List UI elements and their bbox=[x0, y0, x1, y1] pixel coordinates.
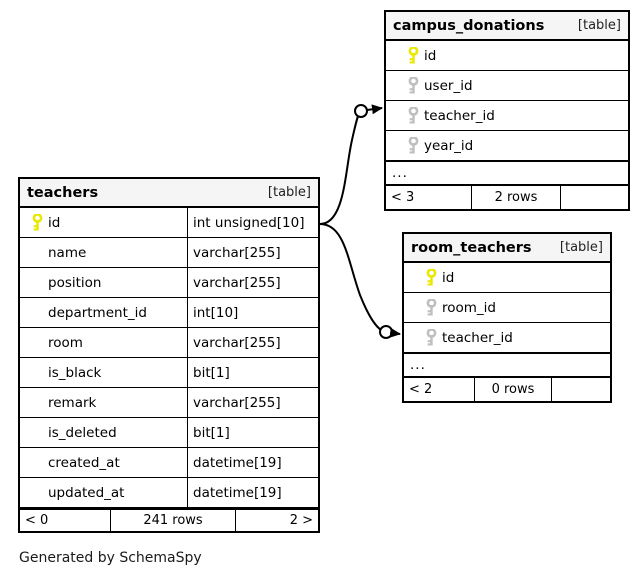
generated-by-caption: Generated by SchemaSpy bbox=[19, 550, 202, 566]
table-title: campus_donations bbox=[393, 17, 545, 34]
table-row[interactable]: user_id bbox=[386, 71, 628, 101]
column-type: varchar[255] bbox=[187, 328, 318, 357]
column-name-cell: position bbox=[20, 268, 187, 297]
column-label: department_id bbox=[48, 304, 147, 321]
table-campus-donations[interactable]: campus_donations [table] id bbox=[384, 10, 630, 211]
table-row[interactable]: department_id int[10] bbox=[20, 298, 318, 328]
table-footer-campus-donations: < 3 2 rows bbox=[386, 186, 628, 209]
more-columns-indicator: ... bbox=[386, 161, 628, 186]
column-label: room bbox=[48, 334, 83, 351]
column-type: datetime[19] bbox=[187, 448, 318, 477]
next-page-button[interactable] bbox=[561, 186, 628, 209]
table-row[interactable]: room varchar[255] bbox=[20, 328, 318, 358]
table-row[interactable]: is_deleted bit[1] bbox=[20, 418, 318, 448]
column-label: teacher_id bbox=[424, 107, 495, 124]
foreign-key-icon bbox=[420, 299, 442, 316]
table-room-teachers[interactable]: room_teachers [table] id bbox=[402, 232, 612, 403]
table-row[interactable]: remark varchar[255] bbox=[20, 388, 318, 418]
row-count-label: 241 rows bbox=[110, 510, 236, 531]
column-name-cell: remark bbox=[20, 388, 187, 417]
column-name-cell: year_id bbox=[386, 131, 628, 160]
column-type: datetime[19] bbox=[187, 478, 318, 507]
table-type-tag: [table] bbox=[577, 18, 621, 33]
column-label: is_black bbox=[48, 364, 102, 381]
column-name-cell: user_id bbox=[386, 71, 628, 100]
table-footer-room-teachers: < 2 0 rows bbox=[404, 378, 610, 401]
table-row[interactable]: position varchar[255] bbox=[20, 268, 318, 298]
table-row[interactable]: room_id bbox=[404, 293, 610, 323]
column-type: bit[1] bbox=[187, 418, 318, 447]
table-row[interactable]: name varchar[255] bbox=[20, 238, 318, 268]
column-name-cell: is_deleted bbox=[20, 418, 187, 447]
more-columns-indicator: ... bbox=[404, 353, 610, 378]
column-type: int unsigned[10] bbox=[187, 208, 318, 237]
column-label: id bbox=[442, 269, 455, 286]
table-type-tag: [table] bbox=[559, 240, 603, 255]
foreign-key-icon bbox=[402, 137, 424, 154]
table-row[interactable]: id int unsigned[10] bbox=[20, 208, 318, 238]
prev-page-button[interactable]: < 3 bbox=[391, 190, 415, 205]
table-header-teachers: teachers [table] bbox=[20, 179, 318, 208]
table-footer-teachers: < 0 241 rows 2 > bbox=[20, 508, 318, 531]
primary-key-icon bbox=[420, 269, 442, 286]
column-label: user_id bbox=[424, 77, 473, 94]
column-name-cell: is_black bbox=[20, 358, 187, 387]
column-label: remark bbox=[48, 394, 97, 411]
column-name-cell: teacher_id bbox=[386, 101, 628, 130]
column-name-cell: id bbox=[404, 263, 610, 292]
column-name-cell: teacher_id bbox=[404, 323, 610, 352]
table-row[interactable]: is_black bit[1] bbox=[20, 358, 318, 388]
row-count-label: 2 rows bbox=[471, 186, 561, 209]
table-title: teachers bbox=[27, 184, 99, 201]
column-type: varchar[255] bbox=[187, 238, 318, 267]
next-page-button[interactable]: 2 > bbox=[289, 513, 313, 528]
column-label: is_deleted bbox=[48, 424, 117, 441]
foreign-key-icon bbox=[420, 329, 442, 346]
column-name-cell: room_id bbox=[404, 293, 610, 322]
relationship-teachers-campus-donations bbox=[319, 104, 383, 225]
foreign-key-icon bbox=[402, 107, 424, 124]
column-name-cell: updated_at bbox=[20, 478, 187, 507]
column-label: created_at bbox=[48, 454, 120, 471]
prev-page-button[interactable]: < 0 bbox=[25, 513, 49, 528]
table-type-tag: [table] bbox=[267, 185, 311, 200]
column-label: id bbox=[48, 214, 61, 231]
column-label: id bbox=[424, 47, 437, 64]
prev-page-button[interactable]: < 2 bbox=[409, 382, 433, 397]
next-page-button[interactable] bbox=[552, 378, 610, 401]
table-row[interactable]: id bbox=[386, 41, 628, 71]
column-label: name bbox=[48, 244, 87, 261]
table-title: room_teachers bbox=[411, 239, 532, 256]
column-type: varchar[255] bbox=[187, 268, 318, 297]
table-row[interactable]: teacher_id bbox=[386, 101, 628, 131]
table-header-room-teachers: room_teachers [table] bbox=[404, 234, 610, 263]
primary-key-icon bbox=[26, 214, 48, 231]
column-name-cell: name bbox=[20, 238, 187, 267]
column-name-cell: id bbox=[20, 208, 187, 237]
primary-key-icon bbox=[402, 47, 424, 64]
foreign-key-icon bbox=[402, 77, 424, 94]
row-count-label: 0 rows bbox=[474, 378, 552, 401]
table-row[interactable]: year_id bbox=[386, 131, 628, 161]
column-label: position bbox=[48, 274, 102, 291]
column-type: bit[1] bbox=[187, 358, 318, 387]
column-name-cell: id bbox=[386, 41, 628, 70]
table-row[interactable]: teacher_id bbox=[404, 323, 610, 353]
table-row[interactable]: updated_at datetime[19] bbox=[20, 478, 318, 508]
column-label: year_id bbox=[424, 137, 474, 154]
column-label: room_id bbox=[442, 299, 496, 316]
column-label: updated_at bbox=[48, 484, 125, 501]
column-type: varchar[255] bbox=[187, 388, 318, 417]
table-header-campus-donations: campus_donations [table] bbox=[386, 12, 628, 41]
relationship-teachers-room-teachers bbox=[319, 223, 401, 339]
column-type: int[10] bbox=[187, 298, 318, 327]
table-teachers[interactable]: teachers [table] id int unsigned[10] bbox=[18, 177, 320, 533]
column-name-cell: room bbox=[20, 328, 187, 357]
column-label: teacher_id bbox=[442, 329, 513, 346]
table-row[interactable]: created_at datetime[19] bbox=[20, 448, 318, 478]
column-name-cell: department_id bbox=[20, 298, 187, 327]
column-name-cell: created_at bbox=[20, 448, 187, 477]
table-row[interactable]: id bbox=[404, 263, 610, 293]
